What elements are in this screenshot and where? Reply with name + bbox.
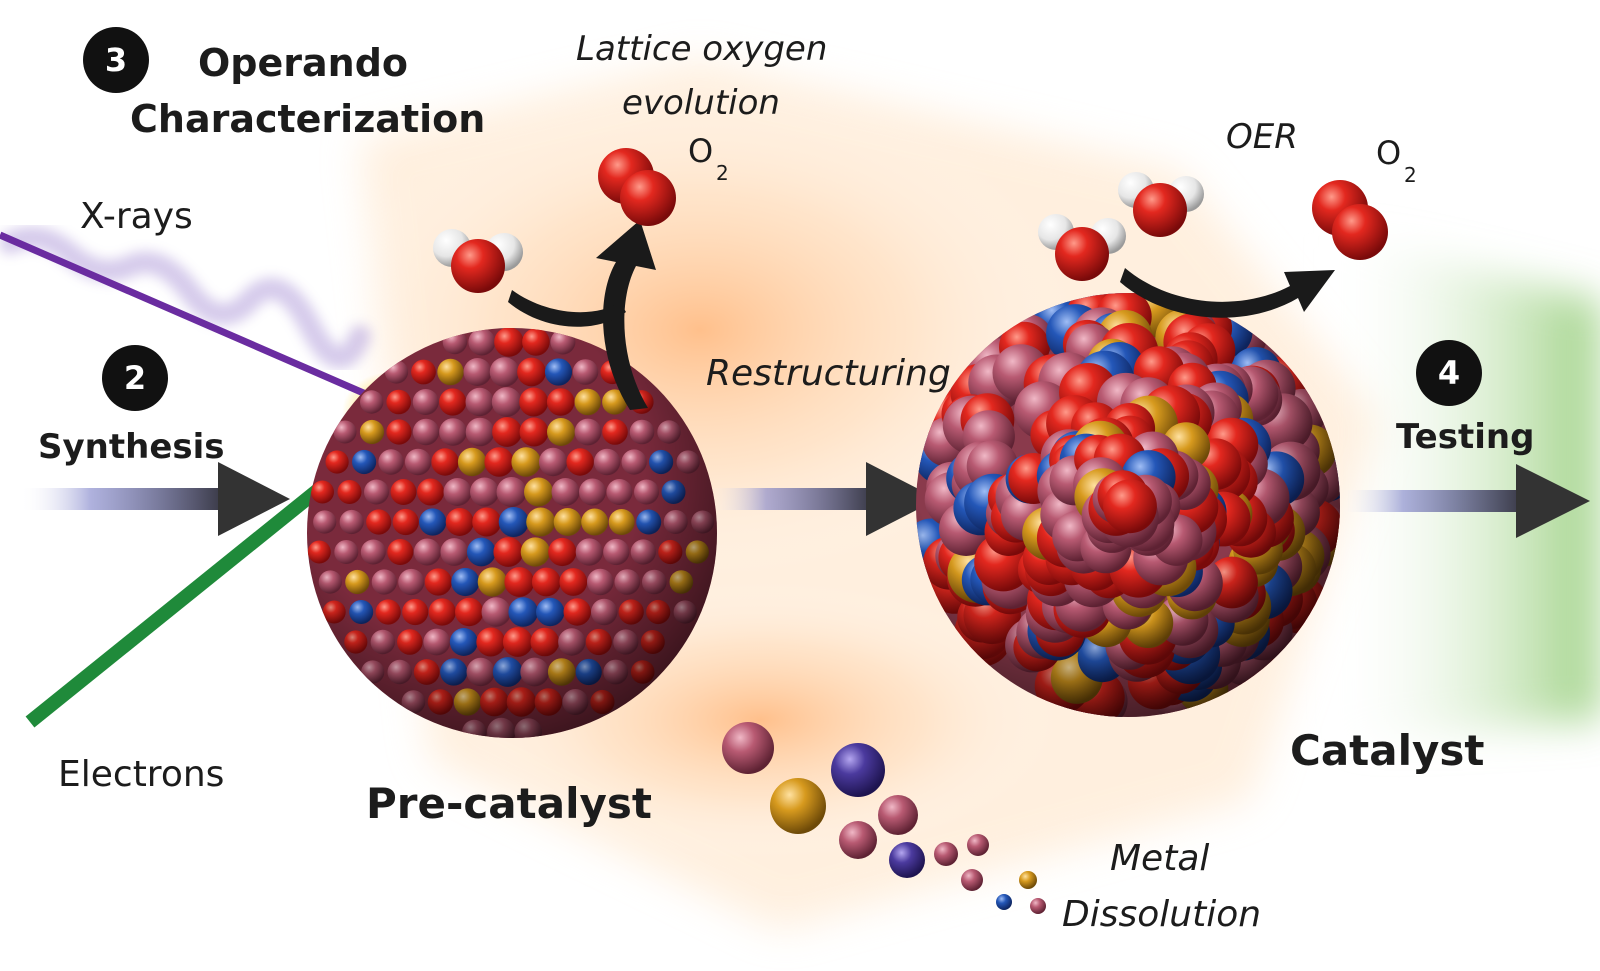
svg-text:2: 2 — [124, 359, 146, 397]
oer-label: OER — [1226, 117, 1298, 157]
step-badge-3: 3 — [83, 27, 149, 93]
svg-text:O: O — [688, 132, 713, 170]
pre-catalyst-label: Pre-catalyst — [366, 779, 652, 828]
dissolution-label-line1: Metal — [1110, 838, 1209, 879]
step-badge-4: 4 — [1416, 340, 1482, 406]
water-molecule-oer-2 — [1118, 172, 1204, 237]
o2-molecule-oer — [1312, 180, 1388, 260]
restructuring-arrow — [710, 462, 938, 536]
synthesis-arrow — [20, 462, 290, 536]
pre-catalyst-particle — [307, 328, 717, 738]
svg-text:3: 3 — [105, 41, 127, 79]
testing-label: Testing — [1396, 417, 1534, 457]
svg-text:O: O — [1376, 134, 1401, 172]
lattice-oxygen-label-line1: Lattice oxygen — [576, 29, 827, 69]
operando-title-line2: Characterization — [130, 97, 485, 141]
xray-beam — [0, 231, 377, 402]
restructuring-label: Restructuring — [706, 353, 951, 394]
water-molecule — [433, 229, 523, 293]
o2-molecule-lattice — [598, 148, 676, 226]
lattice-oxygen-arrow — [596, 220, 656, 410]
catalyst-particle — [916, 293, 1340, 717]
svg-text:2: 2 — [1404, 163, 1417, 187]
dissolution-label-line2: Dissolution — [1062, 894, 1261, 935]
water-to-lattice-arrow — [508, 290, 626, 327]
o2-formula-oer: O 2 — [1376, 134, 1417, 187]
water-molecule-oer-1 — [1038, 214, 1126, 281]
svg-text:2: 2 — [716, 161, 729, 185]
svg-text:4: 4 — [1438, 354, 1460, 392]
step-badge-2: 2 — [102, 345, 168, 411]
oer-arrow — [1120, 268, 1335, 318]
lattice-oxygen-label-line2: evolution — [622, 83, 780, 123]
synthesis-label: Synthesis — [38, 427, 225, 467]
electrons-label: Electrons — [58, 754, 224, 795]
operando-title-line1: Operando — [198, 41, 408, 85]
o2-formula-lattice: O 2 — [688, 132, 729, 185]
dissolved-metal-ions — [722, 722, 1046, 914]
catalyst-label: Catalyst — [1290, 726, 1484, 775]
xrays-label: X-rays — [80, 196, 193, 237]
xray-wavy-trail — [0, 226, 371, 369]
testing-arrow — [1340, 464, 1590, 538]
